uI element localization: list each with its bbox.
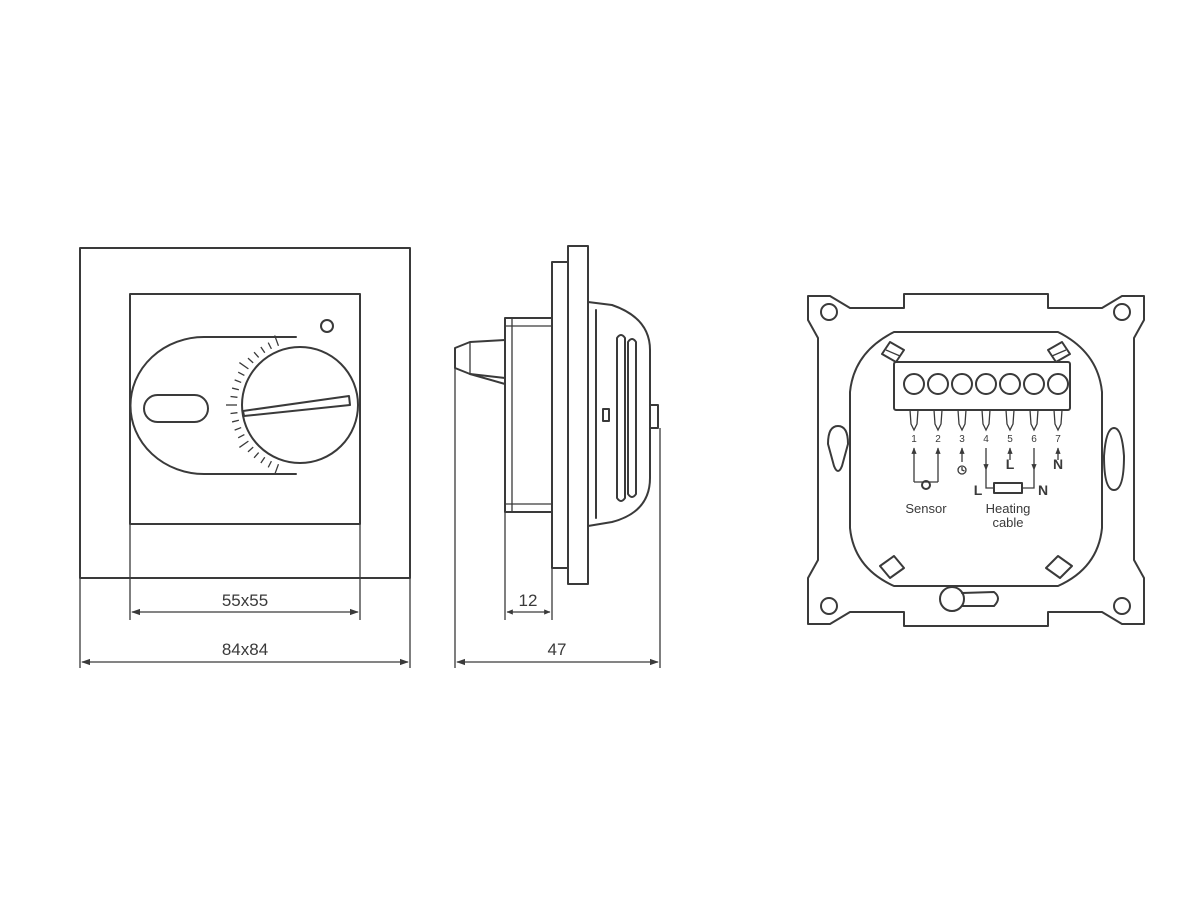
supply-live-label: L [1006,456,1015,472]
terminal-screw [975,373,997,395]
terminal-number-5: 5 [1007,434,1013,445]
wiring [911,447,1061,494]
side-front-plate [567,245,589,585]
terminal-pin [1005,409,1015,432]
side-knob-grip-1 [616,334,626,502]
back-view: 1 2 3 4 5 6 7 [807,293,1145,627]
terminal-pin [981,409,991,432]
dimension-inner-label: 55x55 [222,591,268,610]
heating-cable-label-line1: Heating [986,501,1031,516]
screw-hole-top-left [820,303,838,321]
dial-tick [274,335,280,347]
temperature-knob [241,346,359,464]
terminal-screw [999,373,1021,395]
terminal-number-3: 3 [959,434,965,445]
latch-bottom-left [879,555,905,579]
latch-bottom-right [1045,555,1073,579]
dial-tick [234,379,242,384]
sensor-label: Sensor [905,501,947,516]
dial-tick [234,426,242,431]
side-knob-profile [587,301,651,527]
knob-pointer [242,395,351,417]
heating-cable-symbol [993,482,1023,494]
dial-tick [247,357,254,364]
side-knob-grip-2 [627,338,637,498]
dial-tick [260,346,266,354]
inner-module [849,331,1103,587]
terminal-screw [903,373,925,395]
side-window [602,408,610,422]
terminal-pin [909,409,919,432]
keyhole-bottom-slot [961,591,999,607]
dial-tick [237,434,245,439]
mounting-plate [807,293,1145,627]
terminal-pin [957,409,967,432]
screw-hole-bottom-left [820,597,838,615]
dimension-outer-label: 84x84 [222,640,268,659]
keyhole-bottom [939,586,965,612]
latch-top-left [881,341,905,363]
dial-tick [230,395,238,398]
dial-scale [226,335,280,475]
screw-hole-bottom-right [1113,597,1131,615]
dial-tick [239,440,249,448]
power-switch [143,394,209,423]
terminal-pin [1053,409,1063,432]
terminal-screw [1023,373,1045,395]
sensor-symbol [921,480,931,490]
side-view [454,245,659,585]
cable-live-label: L [974,482,983,498]
terminal-screw [927,373,949,395]
terminal-labels: 1 2 3 4 5 6 7 [911,434,1061,445]
terminal-number-4: 4 [983,434,989,445]
dial-tick [239,362,249,370]
terminal-number-6: 6 [1031,434,1037,445]
terminal-screws [903,373,1069,432]
front-dimensions: 55x55 84x84 [79,524,411,668]
side-button [649,404,659,429]
terminal-number-2: 2 [935,434,941,445]
latch-top-right [1047,341,1071,363]
dial-tick [231,419,240,423]
screw-hole-top-right [1113,303,1131,321]
terminal-number-7: 7 [1055,434,1061,445]
terminal-number-1: 1 [911,434,917,445]
side-dimensions: 12 47 [454,368,661,668]
outer-frame [79,247,411,579]
clock-icon [957,465,967,475]
dial-tick [260,456,266,464]
keyhole-right [1103,427,1125,491]
front-view [79,247,411,579]
dimension-mount-label: 12 [519,591,538,610]
heating-cable-label-line2: cable [992,515,1023,530]
dial-tick [253,351,260,358]
dial-tick [237,371,245,376]
dial-tick [230,412,238,415]
indicator-led [320,319,334,333]
side-frame-lip [551,261,569,569]
dial-tick [247,446,254,453]
dial-tick [267,460,272,468]
dial-background [129,336,297,475]
terminal-screw [1047,373,1069,395]
side-clamp [454,339,506,379]
keyhole-left [827,425,849,472]
dimension-depth-label: 47 [548,640,567,659]
supply-neutral-label: N [1053,456,1063,472]
terminal-screw [951,373,973,395]
dial-tick [267,342,272,350]
side-body [504,317,553,513]
terminal-pin [933,409,943,432]
dial-tick [253,452,260,459]
terminal-pin [1029,409,1039,432]
dial-tick [274,463,280,475]
dial-tick [231,387,240,391]
cable-neutral-label: N [1038,482,1048,498]
